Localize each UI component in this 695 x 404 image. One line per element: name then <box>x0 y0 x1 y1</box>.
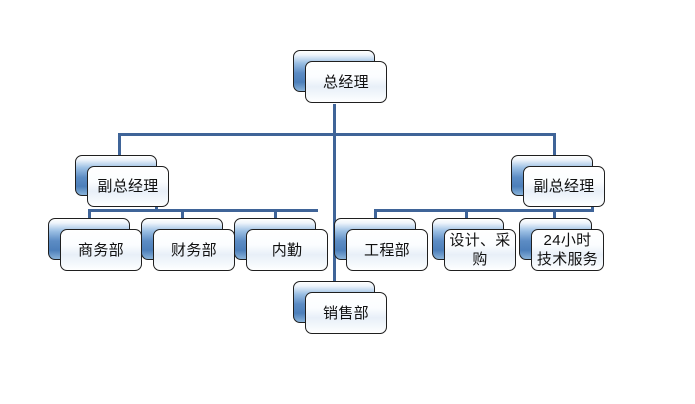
node-design-procurement[interactable]: 设计、采购 <box>432 218 516 271</box>
connector-drop-eng <box>374 209 377 223</box>
connector-drop-right-deputy <box>553 133 556 158</box>
node-general-manager[interactable]: 总经理 <box>293 50 387 103</box>
node-label: 副总经理 <box>97 178 159 195</box>
connector-drop-biz <box>88 209 91 223</box>
node-front-plate: 财务部 <box>153 229 235 271</box>
node-sales-department[interactable]: 销售部 <box>293 281 387 334</box>
node-engineering-department[interactable]: 工程部 <box>334 218 428 271</box>
connector-drop-svc <box>553 209 556 223</box>
node-front-plate: 商务部 <box>60 229 142 271</box>
node-front-plate: 副总经理 <box>523 166 605 207</box>
connector-right-deputy-bus <box>374 209 594 212</box>
node-24h-technical-service[interactable]: 24小时技术服务 <box>519 218 604 271</box>
node-label: 副总经理 <box>533 178 595 195</box>
connector-trunk-vertical <box>333 104 336 284</box>
node-label: 设计、采购 <box>449 232 511 268</box>
node-label: 财务部 <box>171 241 217 259</box>
node-label: 销售部 <box>323 304 369 322</box>
node-front-plate: 总经理 <box>305 61 387 103</box>
node-internal-affairs[interactable]: 内勤 <box>234 218 328 271</box>
node-front-plate: 工程部 <box>346 229 428 271</box>
connector-left-deputy-bus <box>88 209 318 212</box>
node-label: 24小时技术服务 <box>536 232 599 268</box>
node-deputy-general-manager-right[interactable]: 副总经理 <box>511 155 605 207</box>
node-label: 内勤 <box>271 241 303 259</box>
connector-drop-adm <box>274 209 277 223</box>
node-label: 商务部 <box>78 241 124 259</box>
node-label: 总经理 <box>323 73 369 91</box>
connector-drop-fin <box>181 209 184 223</box>
connector-drop-left-deputy <box>118 133 121 158</box>
connector-drop-dsg <box>465 209 468 223</box>
node-front-plate: 24小时技术服务 <box>531 229 604 271</box>
node-front-plate: 内勤 <box>246 229 328 271</box>
node-deputy-general-manager-left[interactable]: 副总经理 <box>75 155 169 207</box>
node-finance-department[interactable]: 财务部 <box>141 218 235 271</box>
node-label: 工程部 <box>364 241 410 259</box>
connector-main-horizontal <box>118 133 556 136</box>
node-front-plate: 销售部 <box>305 292 387 334</box>
node-business-department[interactable]: 商务部 <box>48 218 142 271</box>
node-front-plate: 设计、采购 <box>444 229 516 271</box>
node-front-plate: 副总经理 <box>87 166 169 207</box>
